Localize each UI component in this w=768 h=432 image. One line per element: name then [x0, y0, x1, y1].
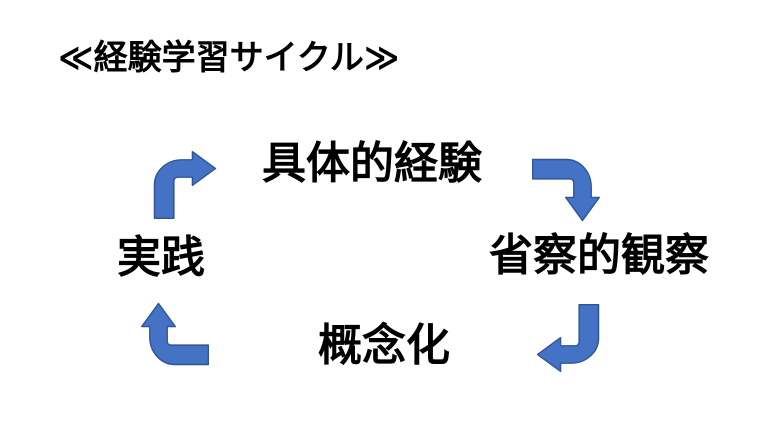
curved-arrow-practice-to-experience-icon	[153, 151, 217, 219]
curved-arrow-experience-to-observation-icon	[532, 158, 600, 222]
curved-arrow-conceptualization-to-practice-icon	[141, 302, 209, 366]
curved-arrow-observation-to-conceptualization-icon	[536, 304, 600, 372]
diagram-title: ≪経験学習サイクル≫	[58, 39, 400, 77]
stage-practice: 実践	[117, 233, 205, 282]
stage-concrete-experience: 具体的経験	[262, 139, 482, 188]
stage-reflective-observation: 省察的観察	[489, 231, 709, 280]
stage-conceptualization: 概念化	[318, 321, 450, 370]
